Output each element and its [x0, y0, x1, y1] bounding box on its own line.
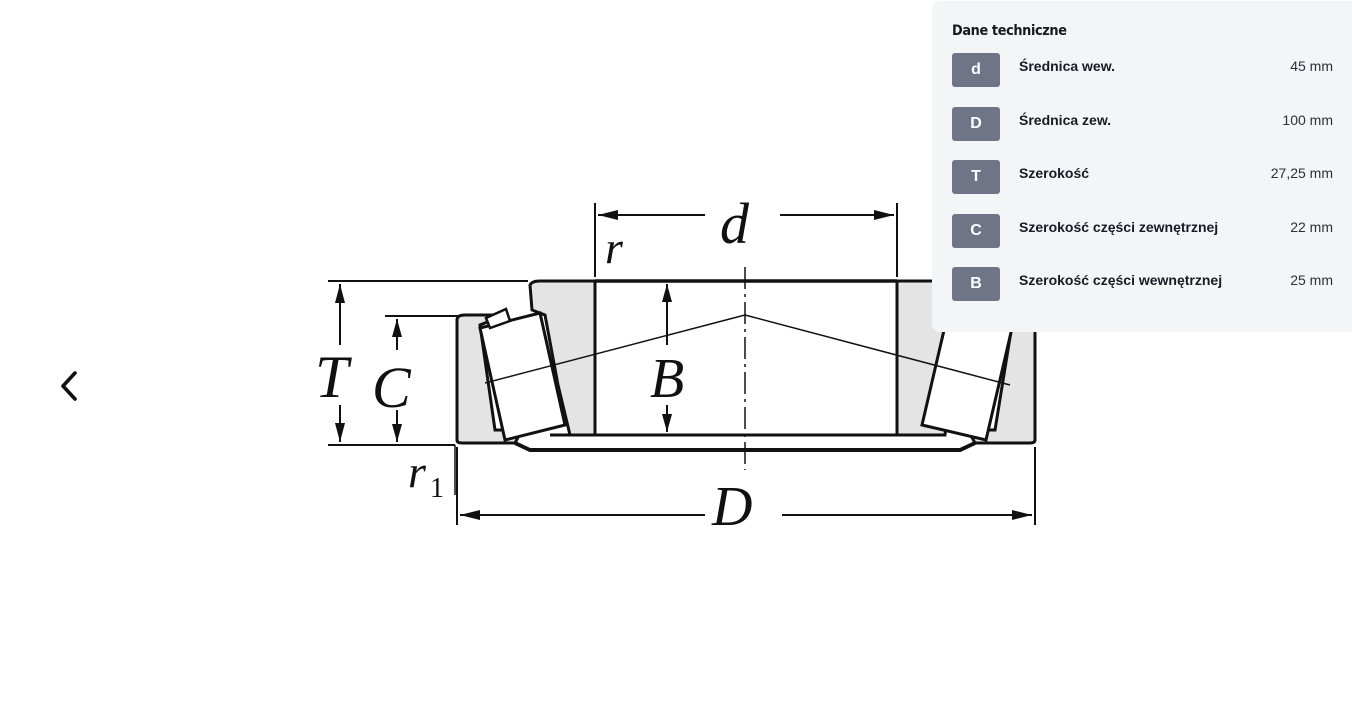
label-B: B	[650, 348, 684, 410]
label-r1-sub: 1	[430, 473, 444, 504]
label-r1: r	[408, 446, 427, 497]
spec-row-d: d Średnica wew. 45 mm	[952, 53, 1333, 87]
spec-badge: T	[952, 160, 1000, 194]
technical-data-panel: Dane techniczne d Średnica wew. 45 mm D …	[932, 1, 1352, 332]
spec-label: Średnica zew.	[1019, 111, 1112, 128]
spec-row-C: C Szerokość części zewnętrznej 22 mm	[952, 213, 1333, 248]
previous-image-button[interactable]	[46, 362, 90, 410]
spec-label: Szerokość części wewnętrznej	[1019, 272, 1223, 288]
spec-row-T: T Szerokość 27,25 mm	[952, 160, 1333, 194]
spec-badge: D	[952, 106, 1000, 141]
spec-row-D: D Średnica zew. 100 mm	[952, 106, 1333, 141]
bearing-drawing: d r T C B r 1 D	[300, 185, 1060, 545]
spec-value: 22 mm	[1290, 218, 1333, 235]
spec-row-B: B Szerokość części wewnętrznej 25 mm	[952, 267, 1333, 301]
chevron-left-icon	[61, 371, 77, 401]
label-C: C	[372, 355, 412, 420]
label-D: D	[711, 476, 752, 538]
spec-label: Średnica wew.	[1019, 58, 1115, 74]
panel-title: Dane techniczne	[952, 23, 1067, 39]
spec-value: 25 mm	[1290, 272, 1333, 288]
label-T: T	[315, 344, 352, 410]
spec-value: 27,25 mm	[1270, 165, 1333, 181]
label-r: r	[605, 222, 624, 273]
spec-badge: C	[952, 213, 1000, 248]
spec-label: Szerokość	[1019, 165, 1090, 181]
spec-badge: d	[952, 53, 1000, 87]
spec-label: Szerokość części zewnętrznej	[1019, 218, 1219, 235]
spec-value: 100 mm	[1282, 111, 1333, 128]
roller-left	[478, 311, 567, 442]
inner-ring-left	[528, 279, 597, 437]
spec-badge: B	[952, 267, 1000, 301]
bearing-cross-section: d r T C B r 1 D	[315, 191, 1037, 538]
spec-value: 45 mm	[1290, 58, 1333, 74]
inner-bore	[593, 279, 899, 437]
label-d: d	[720, 191, 750, 256]
